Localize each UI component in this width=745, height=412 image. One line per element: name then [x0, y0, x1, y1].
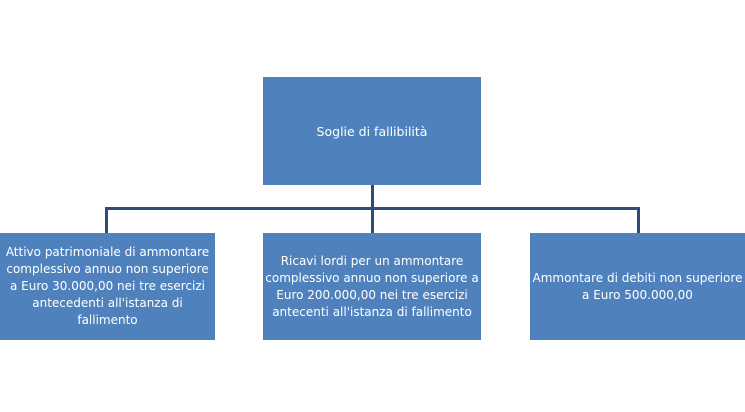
child-node-debiti: Ammontare di debiti non superiore a Euro…	[530, 233, 745, 340]
child-node-label: Attivo patrimoniale di ammontare comples…	[5, 245, 210, 327]
root-node-label: Soglie di fallibilità	[316, 123, 428, 139]
child-node-attivo: Attivo patrimoniale di ammontare comples…	[0, 233, 215, 340]
connector-root-down	[371, 185, 374, 209]
connector-child-1	[105, 207, 108, 233]
root-node: Soglie di fallibilità	[263, 77, 481, 185]
child-node-label: Ricavi lordi per un ammontare complessiv…	[265, 253, 479, 319]
child-node-ricavi: Ricavi lordi per un ammontare complessiv…	[263, 233, 481, 340]
child-node-label: Ammontare di debiti non superiore a Euro…	[532, 270, 743, 302]
connector-child-2	[371, 207, 374, 233]
connector-child-3	[637, 207, 640, 233]
